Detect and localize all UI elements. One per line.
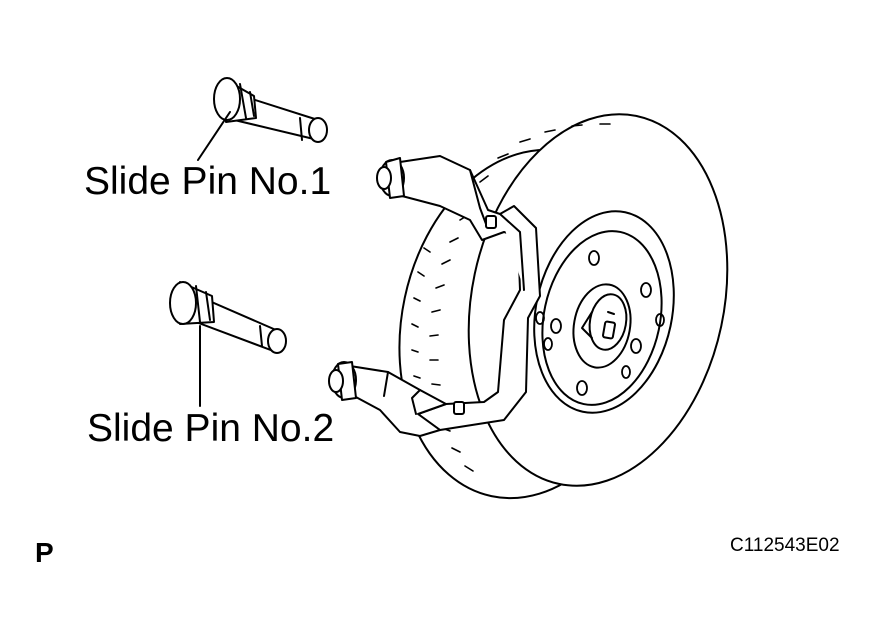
- caliper-bracket-icon: [328, 155, 541, 437]
- leader-line-pin-1: [197, 111, 231, 161]
- illustration-code: C112543E02: [730, 535, 840, 556]
- view-indicator: P: [35, 537, 54, 568]
- slide-pin-2-icon: [169, 281, 287, 354]
- slide-pin-1-icon: [213, 77, 328, 143]
- brake-rotor-icon: [398, 113, 729, 500]
- slide-pin-1-label: Slide Pin No.1: [84, 160, 332, 203]
- slide-pin-2-label: Slide Pin No.2: [87, 407, 335, 450]
